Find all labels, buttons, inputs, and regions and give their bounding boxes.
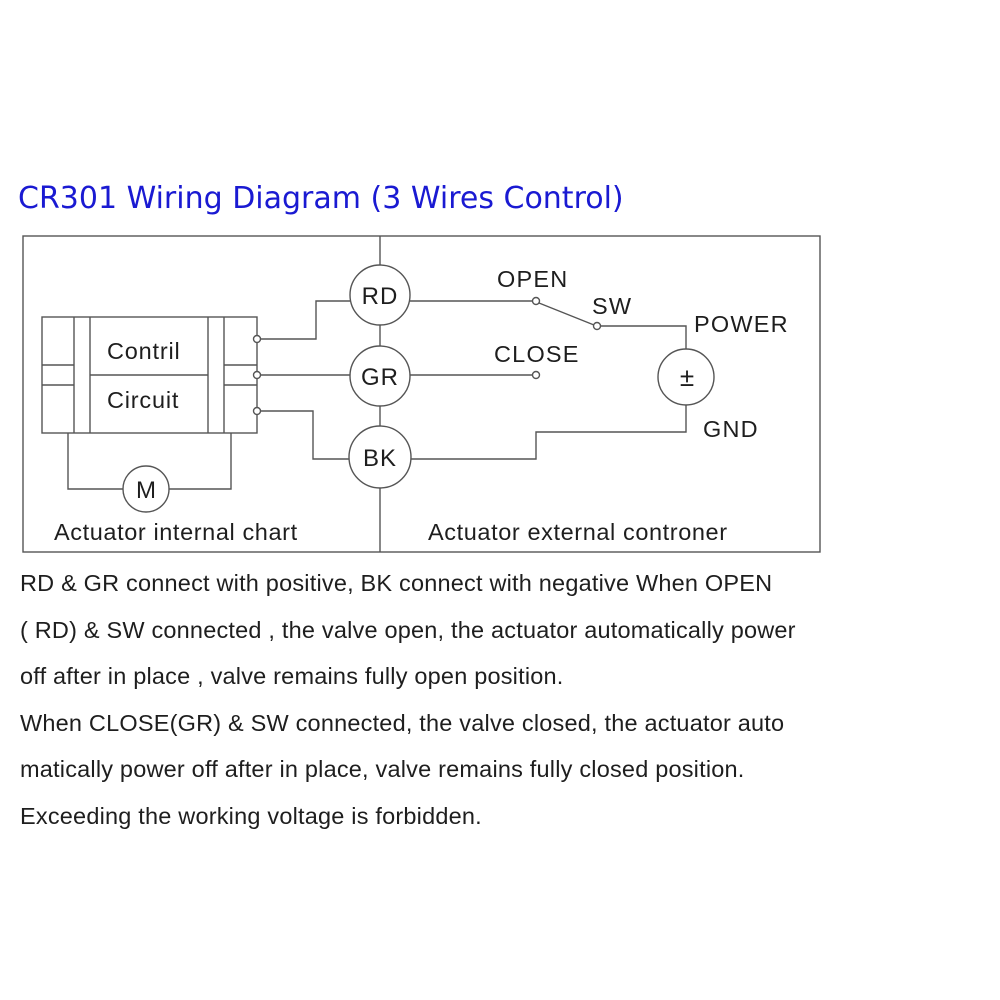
power-label: POWER bbox=[694, 311, 789, 337]
terminal-rd-label: RD bbox=[362, 283, 399, 310]
switch-pivot bbox=[592, 321, 602, 331]
switch-blade bbox=[538, 302, 595, 326]
switch-label: SW bbox=[592, 293, 632, 319]
wire-gnd-to-bk bbox=[411, 405, 687, 460]
switch-contact-close bbox=[531, 370, 541, 380]
wire-bk-internal bbox=[261, 410, 349, 460]
wire-motor-right bbox=[169, 433, 232, 490]
open-label: OPEN bbox=[497, 266, 568, 292]
description-line: When CLOSE(GR) & SW connected, the valve… bbox=[20, 709, 785, 736]
external-caption: Actuator external controner bbox=[428, 519, 728, 545]
diagram-frame bbox=[22, 235, 821, 553]
terminal-bk-label: BK bbox=[363, 445, 397, 472]
diagram-title: CR301 Wiring Diagram (3 Wires Control) bbox=[18, 181, 624, 216]
control-circuit-block bbox=[41, 316, 258, 434]
description-paragraph: RD & GR connect with positive, BK connec… bbox=[20, 563, 1000, 842]
description-line: off after in place , valve remains fully… bbox=[20, 663, 564, 689]
wiring-diagram: Contril Circuit M Actuator internal char… bbox=[22, 235, 821, 553]
block-label-contril: Contril bbox=[107, 338, 181, 364]
block-label-circuit: Circuit bbox=[107, 387, 179, 413]
block-terminal-rd bbox=[252, 334, 262, 344]
description-line: RD & GR connect with positive, BK connec… bbox=[20, 570, 773, 596]
motor-symbol-circle bbox=[122, 465, 170, 513]
block-terminal-bk bbox=[252, 406, 262, 416]
description-line: Exceeding the working voltage is forbidd… bbox=[20, 802, 482, 829]
motor-label: M bbox=[136, 477, 156, 504]
terminal-rd-circle bbox=[349, 264, 411, 326]
block-terminal-gr bbox=[252, 370, 262, 380]
close-label: CLOSE bbox=[494, 341, 580, 367]
wire-motor-left bbox=[67, 433, 123, 490]
description-line: matically power off after in place, valv… bbox=[20, 756, 745, 782]
terminal-bk-circle bbox=[348, 425, 412, 489]
terminal-gr-circle bbox=[349, 345, 411, 407]
terminal-gr-label: GR bbox=[361, 364, 399, 391]
gnd-label: GND bbox=[703, 416, 759, 442]
wire-rd-internal bbox=[261, 300, 350, 340]
description-line: ( RD) & SW connected , the valve open, t… bbox=[20, 616, 796, 643]
internal-caption: Actuator internal chart bbox=[54, 519, 298, 545]
switch-contact-open bbox=[531, 296, 541, 306]
power-symbol: ± bbox=[680, 362, 694, 392]
wire-switch-to-power bbox=[601, 325, 687, 349]
